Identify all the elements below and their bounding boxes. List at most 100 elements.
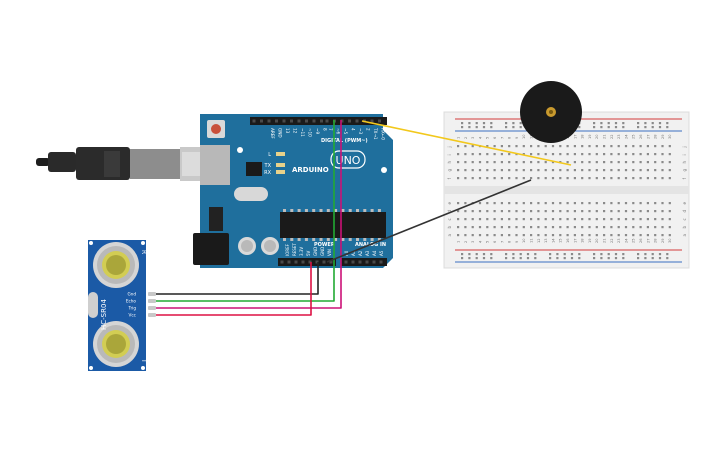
breadboard-hole (544, 153, 547, 156)
breadboard-hole (482, 122, 486, 125)
breadboard-hole (603, 218, 606, 221)
breadboard-hole (515, 234, 518, 237)
breadboard-hole (624, 210, 628, 213)
row-letter: e (682, 202, 687, 205)
column-number: 27 (646, 134, 650, 139)
breadboard-hole (464, 226, 467, 229)
breadboard-hole (493, 161, 496, 164)
breadboard-hole (617, 169, 620, 172)
breadboard-hole (661, 202, 664, 205)
breadboard-hole (486, 153, 489, 156)
breadboard-hole (486, 161, 489, 164)
breadboard-hole (666, 257, 669, 260)
breadboard-hole (668, 218, 671, 221)
buzzer-gnd-wire[interactable] (326, 179, 532, 263)
breadboard-hole (515, 177, 518, 180)
breadboard-hole (537, 177, 540, 180)
power-pin-label: 3.3V (299, 247, 304, 256)
led-label: L (268, 152, 271, 158)
column-number: 19 (588, 134, 592, 139)
breadboard-hole (593, 257, 596, 260)
breadboard-hole (478, 210, 482, 213)
breadboard-hole (637, 126, 640, 129)
column-number: 13 (544, 238, 548, 243)
column-number: 2 (464, 137, 468, 139)
breadboard-hole (646, 161, 649, 164)
row-letter: f (447, 178, 452, 180)
breadboard-hole (622, 126, 625, 129)
header-hole (297, 119, 301, 123)
breadboard-hole (624, 226, 628, 229)
breadboard-hole (610, 153, 613, 156)
breadboard-hole (624, 234, 628, 237)
breadboard-hole (500, 169, 503, 172)
trig-wire[interactable] (156, 120, 342, 309)
breadboard-hole (468, 253, 471, 256)
breadboard-hole (617, 210, 620, 213)
chip-pin (326, 209, 330, 212)
column-number: 17 (573, 134, 577, 139)
breadboard-hole (573, 177, 576, 180)
breadboard-hole (624, 169, 628, 172)
breadboard-hole (624, 202, 628, 205)
breadboard-hole (654, 177, 657, 180)
chip-pin (312, 238, 316, 241)
brand-label: ARDUINO (292, 166, 329, 174)
row-letter: d (682, 210, 687, 213)
breadboard-hole (581, 234, 584, 237)
chip-pin (297, 238, 301, 241)
breadboard-hole (519, 122, 522, 125)
column-number: 5 (486, 241, 490, 243)
breadboard-hole (457, 177, 460, 180)
breadboard-hole (505, 253, 508, 256)
breadboard-hole (551, 145, 555, 148)
breadboard-hole (551, 161, 555, 164)
usb-cable[interactable] (36, 147, 222, 181)
top-pin-label: GND (278, 128, 283, 138)
header-hole (315, 260, 319, 264)
breadboard-hole (637, 257, 640, 260)
breadboard-hole (581, 226, 584, 229)
header-hole (358, 260, 362, 264)
echo-wire[interactable] (156, 120, 335, 302)
breadboard-hole (639, 161, 642, 164)
breadboard-hole (603, 202, 606, 205)
breadboard-hole (573, 161, 576, 164)
piezo-buzzer[interactable] (520, 81, 582, 143)
chip-pin (290, 238, 294, 241)
vcc-wire[interactable] (156, 262, 312, 316)
row-letter: g (682, 169, 687, 172)
breadboard-hole (537, 161, 540, 164)
breadboard-hole (661, 169, 664, 172)
column-number: 1 (457, 137, 461, 139)
breadboard-hole (614, 253, 618, 256)
breadboard-hole (581, 161, 584, 164)
breadboard-hole (570, 253, 574, 256)
gnd-wire[interactable] (156, 262, 319, 295)
column-number: 10 (522, 134, 526, 139)
breadboard-hole (457, 202, 460, 205)
header-hole (372, 260, 376, 264)
sensor-pin (148, 299, 156, 303)
breadboard-hole (654, 226, 657, 229)
column-number: 20 (595, 134, 599, 139)
breadboard-hole (578, 257, 581, 260)
breadboard-hole (486, 218, 489, 221)
breadboard-hole (646, 202, 649, 205)
breadboard-hole (500, 218, 503, 221)
breadboard-hole (457, 153, 460, 156)
breadboard-hole (639, 226, 642, 229)
breadboard-hole (493, 202, 496, 205)
breadboard-hole (581, 169, 584, 172)
column-number: 25 (632, 134, 636, 139)
column-number: 1 (457, 241, 461, 243)
breadboard-hole (522, 210, 525, 213)
column-number: 5 (486, 137, 490, 139)
breadboard-hole (661, 161, 664, 164)
breadboard-hole (566, 210, 569, 213)
breadboard-hole (551, 169, 555, 172)
breadboard-hole (639, 169, 642, 172)
buzzer-signal-wire[interactable] (361, 120, 572, 166)
